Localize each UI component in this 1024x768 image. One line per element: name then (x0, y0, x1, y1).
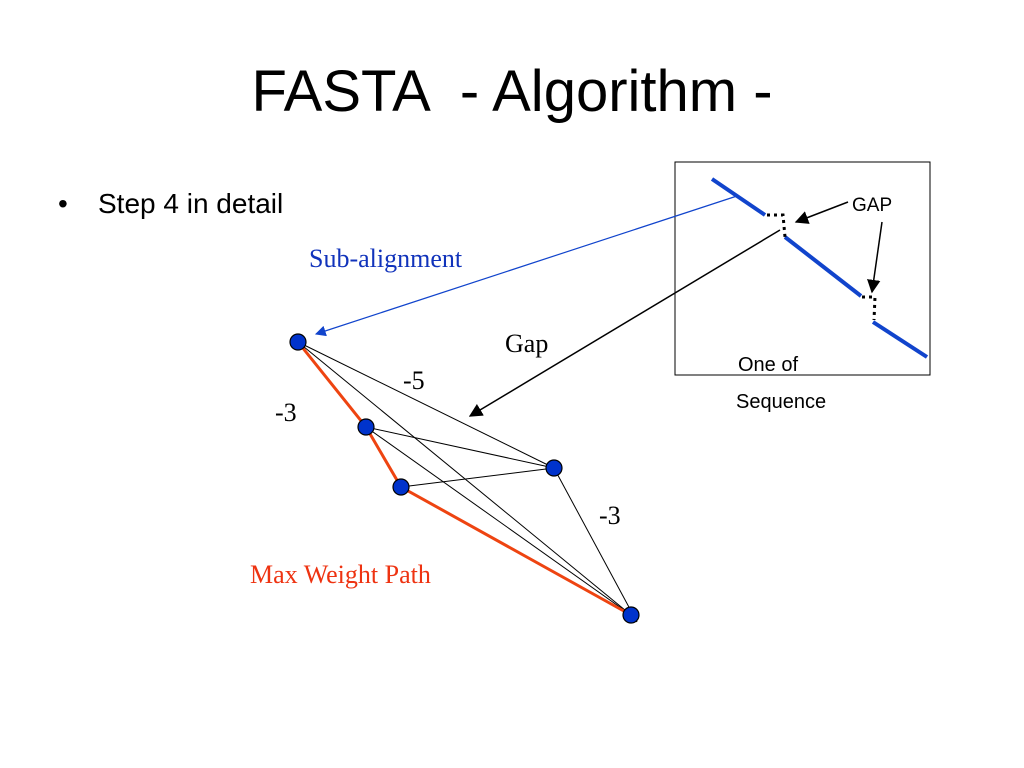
gap-inset-arrow-1 (794, 201, 849, 224)
edge-a-e (297, 341, 632, 616)
node-c (392, 478, 410, 496)
bullet-item: • Step 4 in detail (58, 188, 283, 220)
gap-arrow (468, 229, 781, 417)
edge-c-d (400, 467, 555, 488)
sub-alignment-label: Sub-alignment (309, 244, 463, 273)
slide-title: FASTA - Algorithm - (251, 59, 773, 124)
sequence-inset-box (674, 161, 931, 376)
score-top-mid: -5 (403, 366, 425, 395)
edge-d-e (553, 467, 638, 623)
gap-label: Gap (505, 329, 548, 358)
bullet-marker: • (58, 188, 68, 219)
inset-segment-2 (783, 235, 863, 298)
bullet-text: Step 4 in detail (98, 188, 284, 219)
node-a (289, 333, 307, 351)
score-top-left: -3 (275, 398, 297, 427)
gap-inset-label: GAP (852, 195, 892, 216)
edge-b-d (365, 426, 555, 469)
inset-segment-3 (871, 320, 929, 359)
max-weight-path-label: Max Weight Path (250, 560, 431, 589)
inset-segments (710, 177, 929, 359)
graph-edges (297, 341, 638, 623)
edge-b-e (365, 426, 632, 616)
inset-gap-connectors (767, 213, 877, 321)
edge-a-d (297, 341, 555, 469)
gap-inset-arrow-2 (867, 221, 883, 294)
gap-connector-2 (862, 295, 877, 321)
inset-segment-1 (710, 177, 767, 217)
max-weight-path (296, 341, 632, 617)
inset-caption-line1: One of (738, 354, 798, 376)
node-b (357, 418, 375, 436)
score-right: -3 (599, 501, 621, 530)
inset-caption-line2: Sequence (736, 391, 826, 413)
gap-connector-1 (767, 213, 787, 238)
sub-alignment-arrow (314, 195, 738, 337)
graph-nodes (289, 333, 640, 624)
node-e (622, 606, 640, 624)
node-d (545, 459, 563, 477)
